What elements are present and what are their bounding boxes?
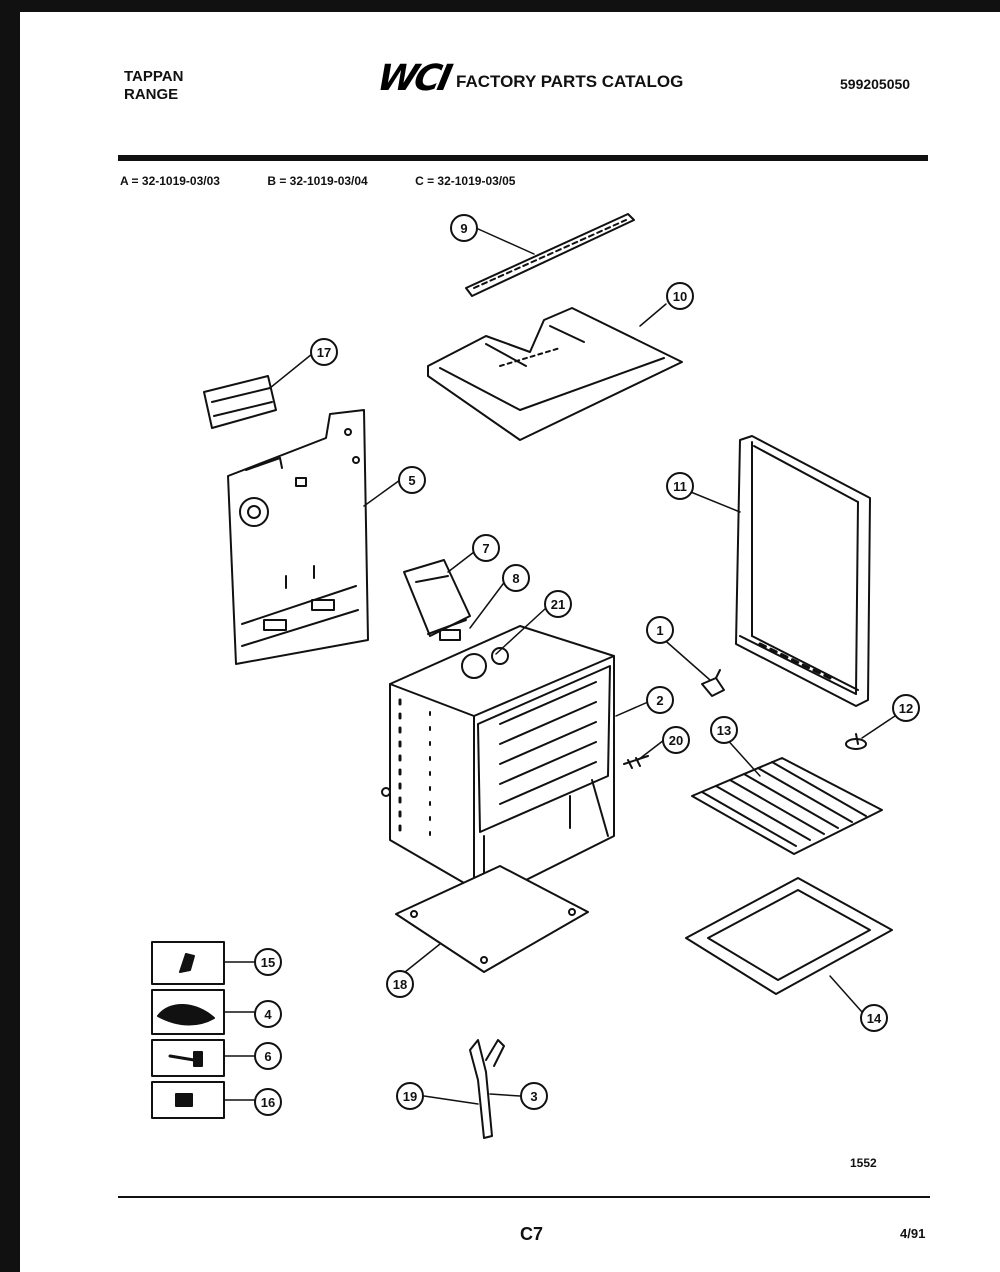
part-10-cooktop-panel [427, 307, 683, 441]
svg-text:17: 17 [317, 345, 331, 360]
svg-text:18: 18 [393, 977, 407, 992]
brand-name: TAPPAN [124, 68, 184, 85]
callout-19: 19 [396, 1082, 424, 1110]
part-18-bottom-panel [395, 865, 589, 973]
part-5-back-panel [227, 409, 369, 665]
svg-text:9: 9 [460, 221, 467, 236]
part-7-burner-bracket [403, 559, 471, 637]
hardware-box-6 [151, 1039, 225, 1077]
svg-text:19: 19 [403, 1089, 417, 1104]
part-12-leveling-leg [845, 733, 867, 750]
callout-10: 10 [666, 282, 694, 310]
hardware-box-16 [151, 1081, 225, 1119]
callout-5: 5 [398, 466, 426, 494]
callout-21: 21 [544, 590, 572, 618]
scan-edge-left [0, 0, 20, 1272]
svg-text:13: 13 [717, 723, 731, 738]
callout-15: 15 [254, 948, 282, 976]
svg-text:16: 16 [261, 1095, 275, 1110]
part-17-bracket [203, 375, 277, 429]
scan-edge-top [0, 0, 1000, 12]
svg-text:21: 21 [551, 597, 565, 612]
product-type: RANGE [124, 86, 179, 103]
callout-11: 11 [666, 472, 694, 500]
part-14-broiler-frame [685, 877, 893, 995]
callout-3: 3 [520, 1082, 548, 1110]
svg-text:1: 1 [656, 623, 663, 638]
svg-text:12: 12 [899, 701, 913, 716]
hardware-box-4 [151, 989, 225, 1035]
callout-8: 8 [502, 564, 530, 592]
page-number: C7 [520, 1224, 544, 1244]
callout-12: 12 [892, 694, 920, 722]
callout-20: 20 [662, 726, 690, 754]
part-13-oven-rack [691, 757, 883, 855]
svg-text:2: 2 [656, 693, 663, 708]
part-1-fastener [701, 669, 725, 697]
callout-7: 7 [472, 534, 500, 562]
hardware-box-15 [151, 941, 225, 985]
callout-9: 9 [450, 214, 478, 242]
part-2-oven-body [381, 625, 615, 901]
svg-text:8: 8 [512, 571, 519, 586]
callout-17: 17 [310, 338, 338, 366]
callout-13: 13 [710, 716, 738, 744]
part-3-igniter [469, 1039, 505, 1139]
svg-text:10: 10 [673, 289, 687, 304]
model-list: A = 32-1019-03/03 B = 32-1019-03/04 C = … [120, 174, 559, 188]
revision-date: 4/91 [900, 1226, 926, 1241]
part-9-trim-strip [465, 213, 635, 297]
svg-text:11: 11 [673, 479, 687, 494]
brand-block: TAPPAN RANGE [124, 68, 183, 104]
catalog-title: FACTORY PARTS CATALOG [456, 72, 684, 91]
model-b: B = 32-1019-03/04 [267, 174, 368, 188]
svg-text:3: 3 [530, 1089, 537, 1104]
svg-text:14: 14 [867, 1011, 882, 1026]
publication-number: 599205050 [840, 76, 911, 92]
leader-lines [223, 227, 899, 1105]
callout-6: 6 [254, 1042, 282, 1070]
model-a: A = 32-1019-03/03 [120, 174, 220, 188]
svg-text:5: 5 [408, 473, 415, 488]
diagram-reference-number: 1552 [850, 1156, 877, 1170]
svg-text:4: 4 [264, 1007, 272, 1022]
part-8-clip [439, 629, 461, 641]
footer-rule [118, 1196, 930, 1198]
part-11-door-frame [735, 435, 871, 707]
callout-16: 16 [254, 1088, 282, 1116]
svg-text:20: 20 [669, 733, 683, 748]
svg-text:7: 7 [482, 541, 489, 556]
callout-14: 14 [860, 1004, 888, 1032]
callout-1: 1 [646, 616, 674, 644]
model-c: C = 32-1019-03/05 [415, 174, 516, 188]
header-rule [118, 155, 928, 161]
callout-4: 4 [254, 1000, 282, 1028]
part-20-screw [623, 755, 649, 769]
callout-2: 2 [646, 686, 674, 714]
svg-text:6: 6 [264, 1049, 271, 1064]
svg-text:15: 15 [261, 955, 275, 970]
callout-18: 18 [386, 970, 414, 998]
